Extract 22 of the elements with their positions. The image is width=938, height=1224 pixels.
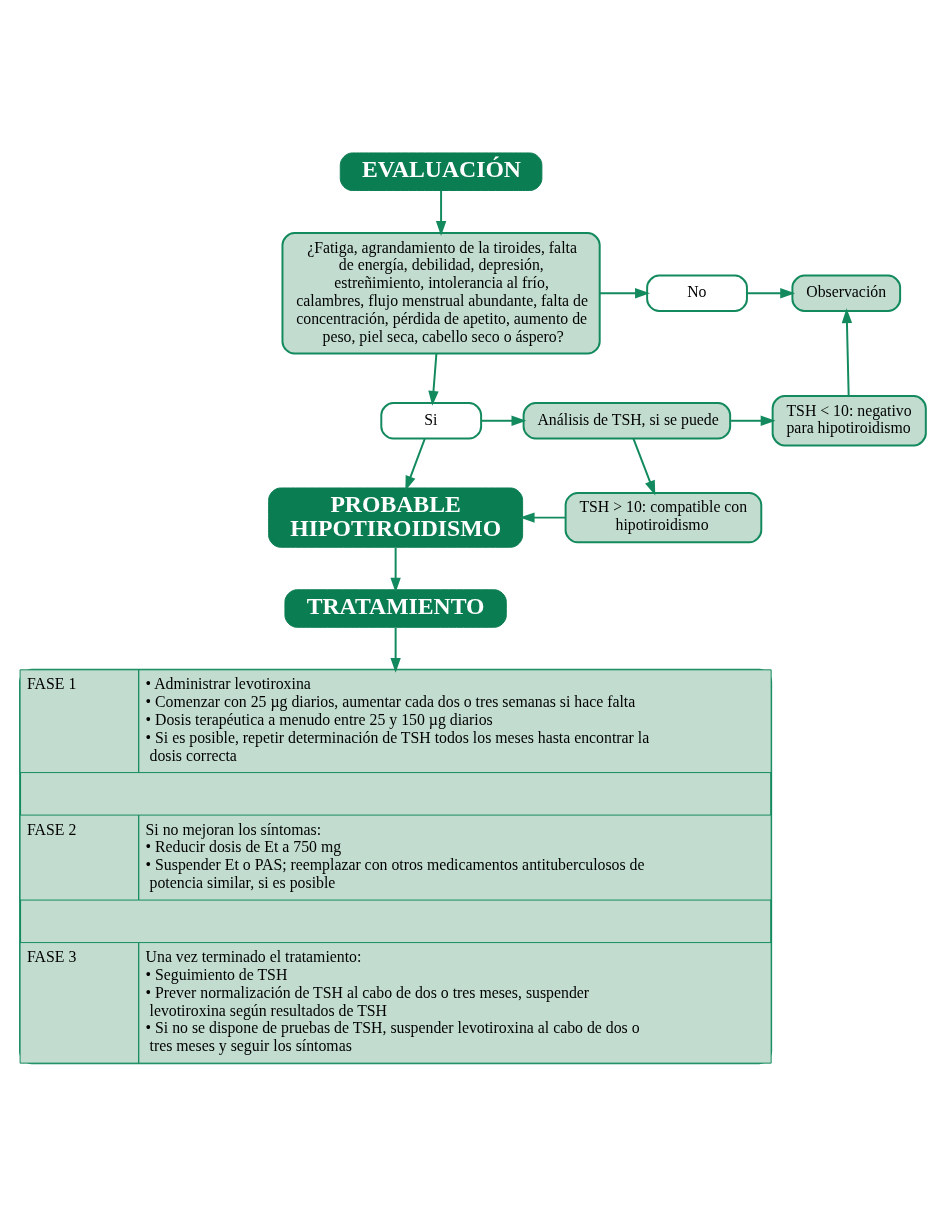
arrow bbox=[632, 437, 656, 496]
node-box: Análisis de TSH, si se puede bbox=[522, 402, 732, 440]
arrow bbox=[598, 288, 650, 299]
arrow bbox=[428, 352, 439, 406]
arrow bbox=[405, 437, 426, 491]
arrow bbox=[841, 308, 853, 397]
node-box: PROBABLE HIPOTIROIDISMO bbox=[268, 487, 524, 548]
node-box: Si bbox=[380, 402, 483, 440]
node-box: TSH < 10: negativo para hipotiroidismo bbox=[771, 395, 927, 447]
arrow bbox=[519, 512, 567, 523]
node-box: TSH > 10: compatible con hipotiroidismo bbox=[564, 491, 763, 544]
arrow bbox=[480, 415, 527, 426]
node-box: ¿Fatiga, agrandamiento de la tiroides, falta de energía, debilidad, depresión, estreñimiento, intolerancia al frío, calambres, flujo menstrual abundante, falta de concentración, pérdida de apetito, aumento de peso, piel seca, cabello seco o áspero? bbox=[281, 232, 601, 355]
node-box: EVALUACIÓN bbox=[339, 152, 543, 191]
node-box: TRATAMIENTO bbox=[284, 589, 507, 628]
arrow bbox=[746, 288, 796, 299]
node-box: No bbox=[646, 274, 748, 313]
arrow bbox=[729, 415, 776, 426]
arrow bbox=[435, 189, 447, 236]
arrow bbox=[390, 626, 401, 673]
node-box: Observación bbox=[791, 274, 902, 313]
arrow bbox=[390, 546, 401, 593]
